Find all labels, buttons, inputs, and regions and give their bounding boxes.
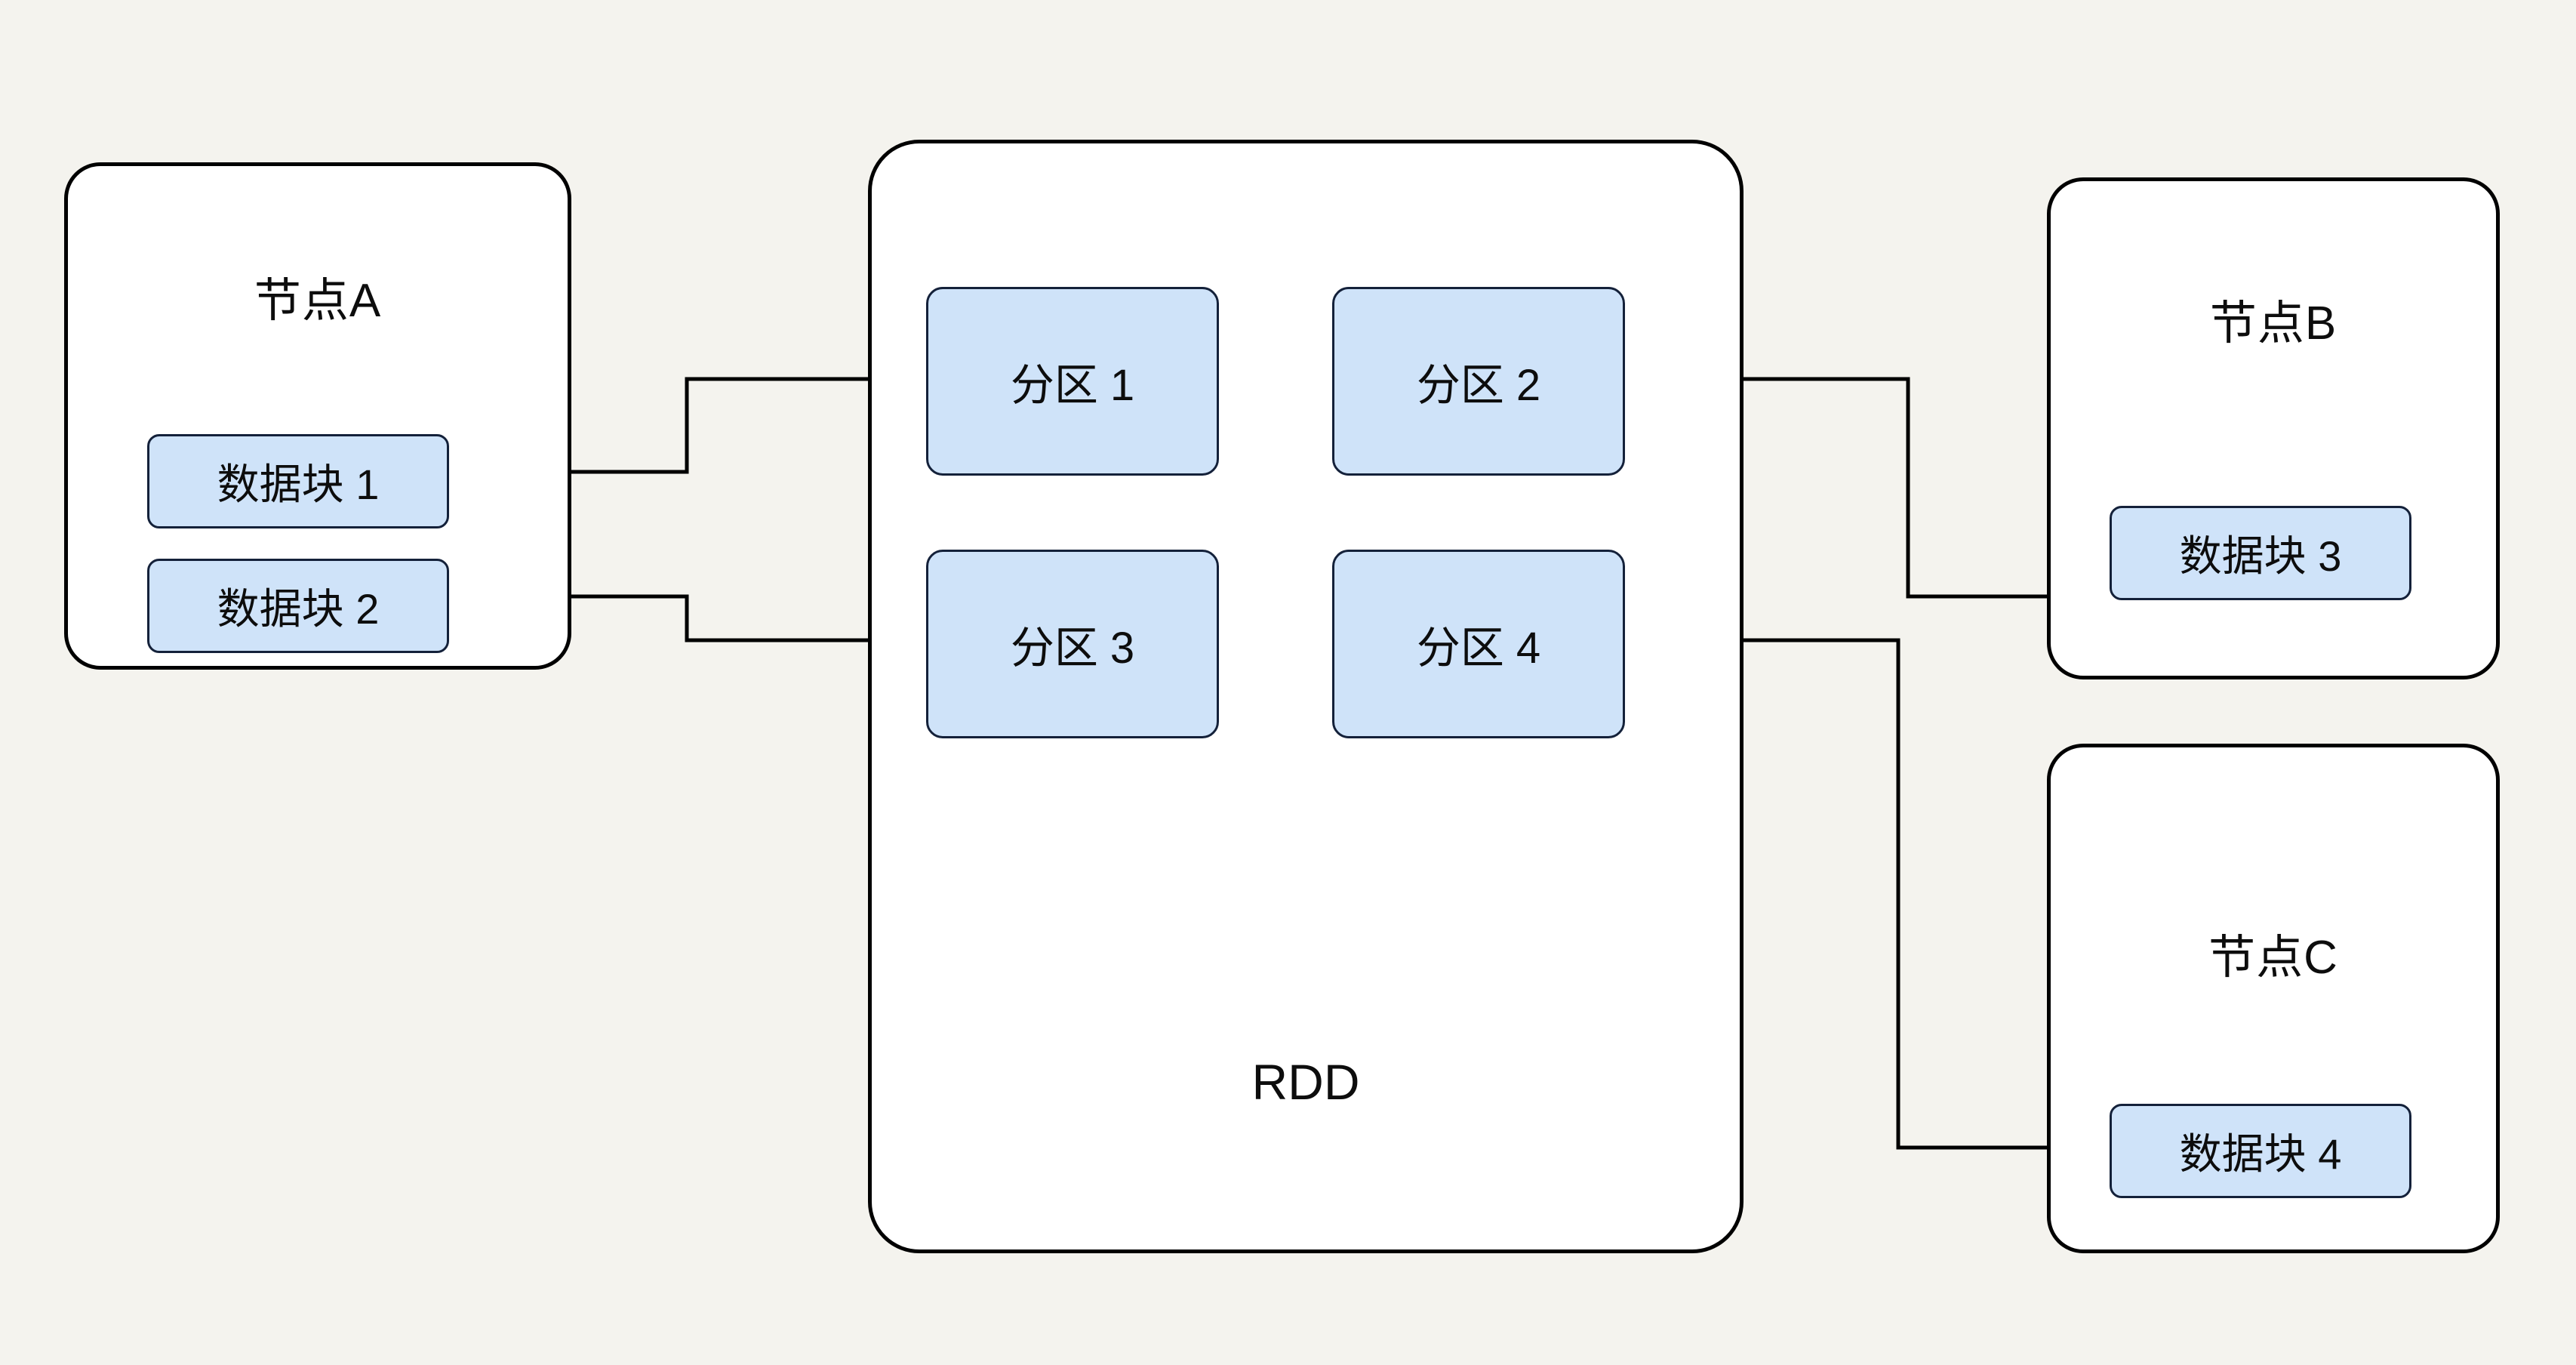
node-c-box[interactable]: 节点C 数据块 4 <box>2047 744 2500 1253</box>
node-c-data-block-4[interactable]: 数据块 4 <box>2110 1104 2411 1198</box>
node-a-data-block-1[interactable]: 数据块 1 <box>147 434 449 528</box>
node-b-box[interactable]: 节点B 数据块 3 <box>2047 177 2500 679</box>
node-a-title: 节点A <box>254 275 382 327</box>
rdd-label: RDD <box>1251 1054 1360 1110</box>
rdd-partition-1[interactable]: 分区 1 <box>926 287 1219 476</box>
node-a-data-block-2[interactable]: 数据块 2 <box>147 559 449 653</box>
connector-partition2-to-block3 <box>1683 377 2106 599</box>
rdd-partition-4[interactable]: 分区 4 <box>1332 550 1625 738</box>
node-a-box[interactable]: 节点A 数据块 1 数据块 2 <box>64 162 571 670</box>
node-b-data-block-3[interactable]: 数据块 3 <box>2110 506 2411 600</box>
node-c-title: 节点C <box>2208 932 2338 984</box>
node-b-title: 节点B <box>2209 297 2337 350</box>
rdd-container[interactable]: 分区 1 分区 2 分区 3 分区 4 RDD <box>868 140 1743 1253</box>
rdd-partition-3[interactable]: 分区 3 <box>926 550 1219 738</box>
connector-partition4-to-block4 <box>1683 638 2106 1150</box>
rdd-partition-2[interactable]: 分区 2 <box>1332 287 1625 476</box>
